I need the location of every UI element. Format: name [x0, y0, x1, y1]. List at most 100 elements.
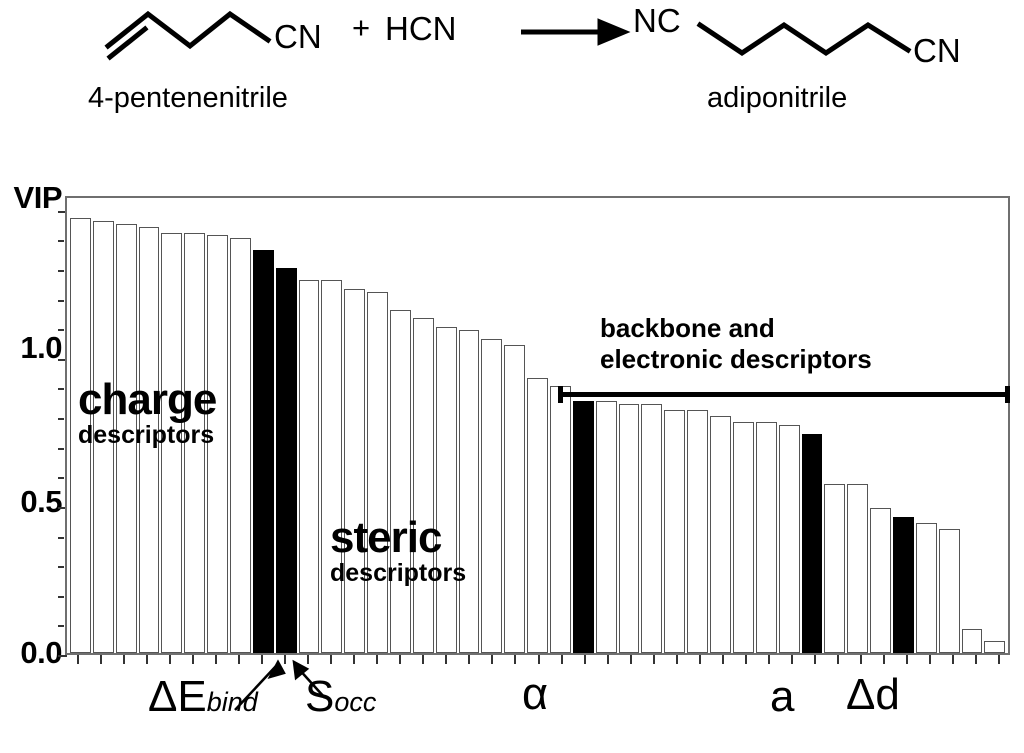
steric-descriptors-annotation: steric descriptors — [330, 513, 467, 587]
x-label-s-occ-sub: occ — [334, 687, 377, 717]
x-tick-24 — [629, 655, 632, 664]
x-tick-40 — [998, 655, 1001, 664]
y-tick-0.0 — [58, 655, 67, 657]
reaction-scheme-svg — [104, 10, 912, 61]
bar-0 — [70, 217, 91, 653]
y-tick-0.6 — [58, 477, 64, 480]
charge-annotation-line2: descriptors — [78, 421, 215, 449]
x-tick-9 — [283, 655, 286, 664]
steric-annotation-line1: steric — [330, 513, 442, 562]
x-tick-29 — [744, 655, 747, 664]
x-tick-6 — [214, 655, 217, 664]
bar-38 — [938, 528, 960, 653]
x-axis-ticks — [65, 655, 1010, 665]
product-nitrile-group-right: CN — [913, 32, 961, 69]
x-tick-14 — [399, 655, 402, 664]
x-label-delta-e-bind: ΔEbind — [148, 672, 258, 722]
charge-descriptors-annotation: charge descriptors — [78, 375, 217, 449]
bar-9 — [275, 268, 297, 653]
y-axis-ticks — [0, 196, 67, 657]
bar-34 — [847, 484, 869, 653]
product-nitrile-group-left: NC — [633, 2, 681, 39]
x-tick-30 — [767, 655, 770, 664]
y-tick-1.3 — [58, 270, 64, 273]
plot-frame — [65, 196, 1010, 655]
x-tick-16 — [445, 655, 448, 664]
y-tick-0.1 — [58, 625, 64, 628]
x-tick-36 — [906, 655, 909, 664]
bracket-line — [558, 392, 1010, 397]
bar-13 — [367, 291, 389, 653]
bar-26 — [664, 410, 686, 653]
bar-7 — [230, 238, 251, 653]
x-label-delta-d: Δd — [846, 670, 900, 719]
bar-29 — [732, 422, 754, 653]
x-label-alpha: α — [522, 668, 549, 719]
x-tick-10 — [307, 655, 309, 664]
bar-31 — [778, 424, 800, 653]
bar-16 — [435, 327, 457, 653]
reactant-nitrile-group: CN — [274, 18, 322, 55]
x-tick-15 — [422, 655, 425, 664]
x-label-s-occ-main: S — [305, 672, 335, 721]
bar-33 — [824, 484, 846, 653]
bar-28 — [710, 416, 731, 653]
x-tick-7 — [237, 655, 240, 664]
bar-11 — [321, 279, 343, 653]
hcn-coreactant: HCN — [385, 10, 457, 47]
bar-39 — [961, 629, 983, 653]
x-label-delta-e-bind-main: ΔE — [148, 672, 207, 721]
y-tick-0.4 — [58, 536, 64, 539]
x-tick-33 — [837, 655, 840, 664]
charge-annotation-line1: charge — [78, 375, 217, 424]
x-tick-17 — [468, 655, 471, 664]
y-tick-label-1-0: 1.0 — [20, 330, 62, 365]
y-axis-labels: VIP 1.0 0.5 0.0 — [0, 150, 63, 753]
x-tick-11 — [330, 655, 333, 664]
pentenenitrile-skeleton — [104, 10, 272, 61]
bar-20 — [527, 377, 549, 653]
x-tick-37 — [929, 655, 932, 664]
x-tick-23 — [606, 655, 609, 664]
y-tick-0.5 — [58, 506, 67, 509]
steric-annotation-line2: descriptors — [330, 559, 467, 587]
vip-bar-chart: VIP 1.0 0.5 0.0 charge descriptors steri… — [0, 150, 1024, 753]
bar-5 — [184, 232, 206, 653]
y-tick-1.5 — [58, 210, 67, 213]
x-tick-4 — [168, 655, 171, 664]
x-tick-5 — [191, 655, 194, 664]
y-tick-0.7 — [58, 447, 64, 450]
y-tick-0.2 — [58, 595, 64, 598]
bar-4 — [161, 232, 183, 653]
bar-series — [67, 198, 1008, 653]
y-tick-label-0-5: 0.5 — [20, 484, 62, 519]
x-tick-21 — [560, 655, 563, 664]
x-tick-18 — [491, 655, 494, 664]
bar-15 — [412, 318, 434, 653]
backbone-annotation-line2: electronic descriptors — [600, 343, 872, 374]
bar-18 — [481, 339, 503, 653]
bar-3 — [138, 226, 160, 653]
reactant-name: 4-pentenenitrile — [88, 82, 288, 114]
x-tick-25 — [652, 655, 655, 664]
x-tick-22 — [583, 655, 586, 664]
backbone-annotation-line1: backbone and — [600, 313, 775, 343]
y-axis-title: VIP — [13, 180, 63, 215]
bar-8 — [252, 250, 274, 653]
bracket-cap-right — [1005, 386, 1010, 403]
x-tick-26 — [675, 655, 678, 664]
x-label-a: a — [770, 672, 795, 721]
x-tick-3 — [145, 655, 148, 664]
bar-2 — [115, 223, 137, 653]
reaction-scheme: CN + HCN NC CN 4-pentenenitrile adiponit… — [0, 0, 1024, 140]
bar-10 — [298, 279, 320, 653]
x-tick-31 — [791, 655, 794, 664]
x-tick-13 — [376, 655, 379, 664]
bar-23 — [595, 401, 617, 653]
backbone-bracket — [558, 386, 1010, 403]
bar-12 — [344, 288, 366, 653]
y-tick-0.3 — [58, 566, 64, 569]
bar-37 — [915, 522, 937, 653]
y-tick-1.4 — [58, 240, 64, 243]
y-tick-1.2 — [58, 299, 64, 302]
